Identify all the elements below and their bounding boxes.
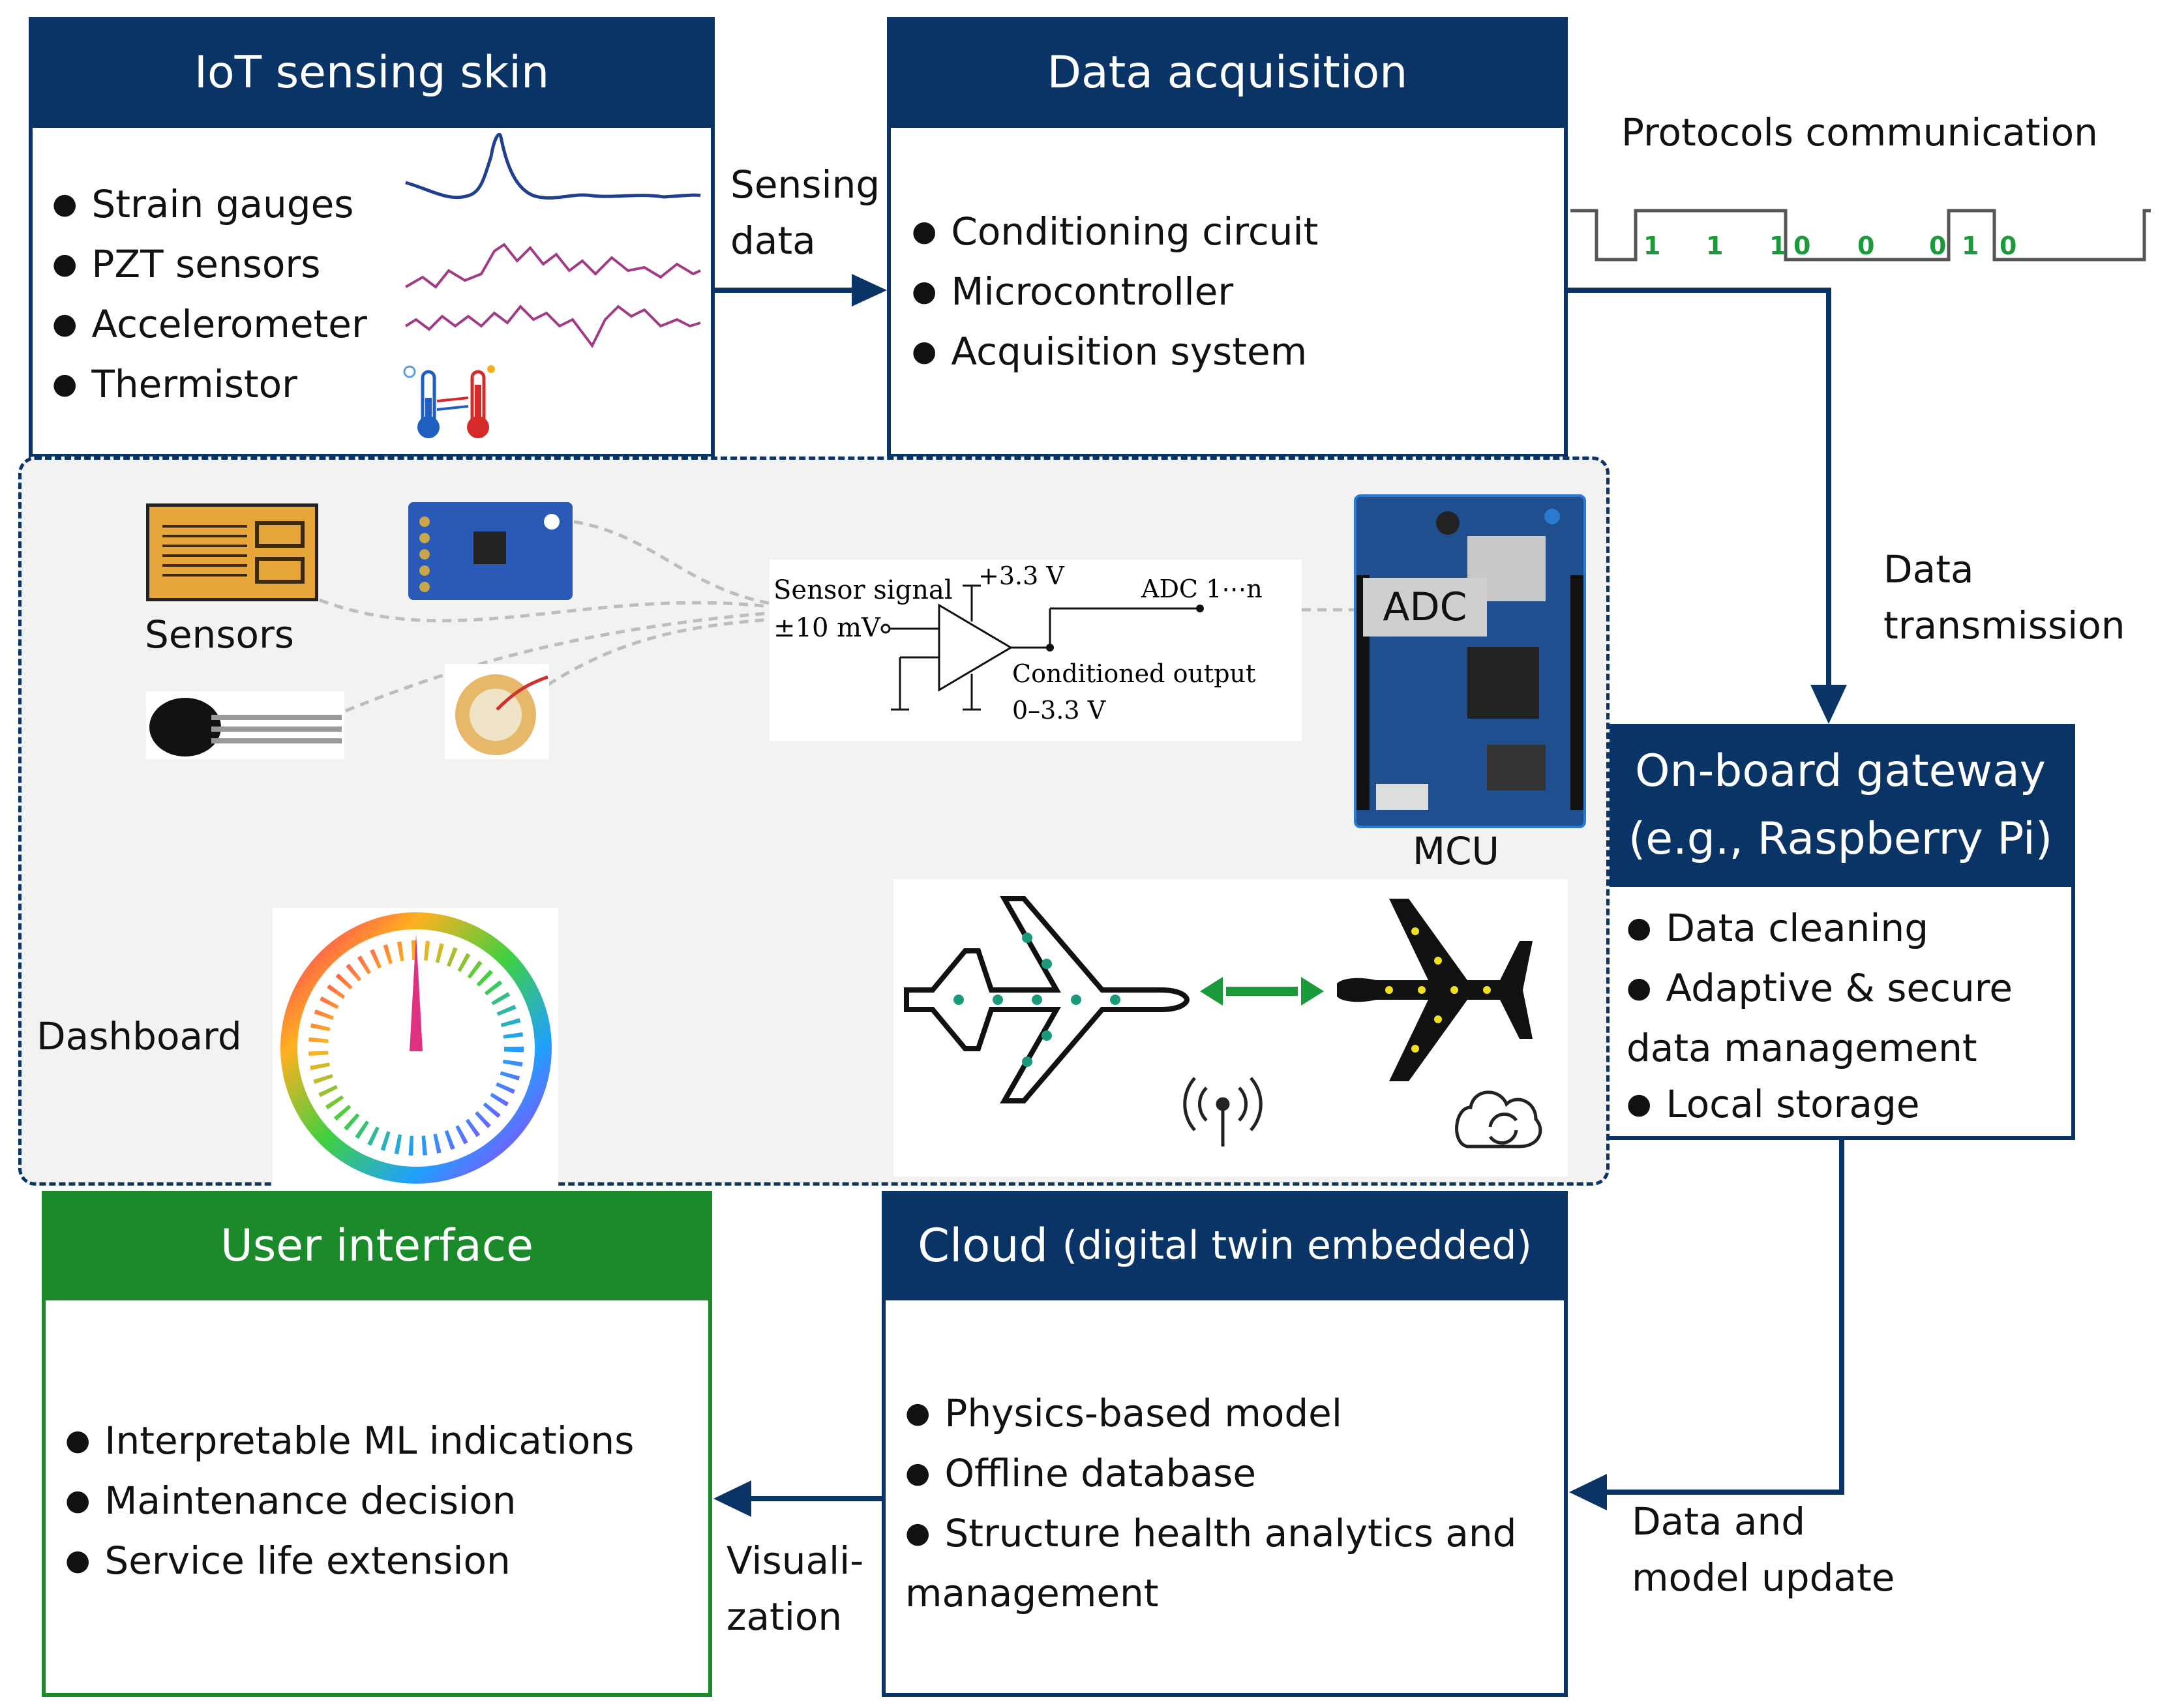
dashboard-label: Dashboard bbox=[37, 1014, 242, 1058]
data-acquisition-list: Conditioning circuit Microcontroller Acq… bbox=[912, 203, 1318, 383]
data-transmission-arrow bbox=[1568, 288, 1847, 724]
protocols-communication-label: Protocols communication bbox=[1621, 110, 2098, 155]
data-acquisition-title: Data acquisition bbox=[887, 17, 1568, 128]
list-item: Offline database bbox=[905, 1445, 1517, 1505]
list-continuation: data management bbox=[1626, 1026, 1977, 1070]
list-item: Strain gauges bbox=[52, 176, 367, 236]
cloud-title: Cloud (digital twin embedded) bbox=[882, 1191, 1568, 1300]
data-transmission-label: Data transmission bbox=[1883, 547, 2125, 648]
adc-label: ADC bbox=[1363, 578, 1487, 637]
bit-label: 0 bbox=[1857, 232, 1874, 260]
user-interface-list: Interpretable ML indications Maintenance… bbox=[65, 1413, 634, 1593]
gateway-list: Data cleaning Adaptive & secure data man… bbox=[1626, 900, 2013, 1136]
list-item: Acquisition system bbox=[912, 323, 1318, 383]
wireless-icon bbox=[1183, 1077, 1263, 1146]
conditioning-circuit: Sensor signal ±10 mV +3.3 V ADC 1⋯n Cond… bbox=[770, 560, 1302, 741]
list-continuation: management bbox=[905, 1571, 1159, 1615]
sensing-data-label: Sensing data bbox=[730, 162, 880, 263]
thermistor-image bbox=[146, 691, 344, 759]
sensing-data-arrow bbox=[715, 274, 887, 307]
list-item: Adaptive & secure bbox=[1626, 960, 2013, 1020]
mcu-board-image bbox=[1354, 494, 1586, 828]
digital-twin-image bbox=[893, 879, 1568, 1176]
bit-label: 0 bbox=[1793, 232, 1810, 260]
physical-aircraft-icon bbox=[904, 896, 1190, 1103]
cloud-sync-icon bbox=[1455, 1090, 1542, 1148]
list-item: Thermistor bbox=[52, 356, 367, 416]
conditioned-output-label: Conditioned output bbox=[1012, 659, 1255, 688]
bit-label: 1 bbox=[1706, 232, 1723, 260]
list-item: Maintenance decision bbox=[65, 1473, 634, 1533]
digital-aircraft-icon bbox=[1337, 899, 1533, 1081]
strain-trace bbox=[404, 305, 701, 348]
protocol-waveform: 1 1 1 0 0 0 1 0 bbox=[1570, 209, 2151, 262]
list-item: Data cleaning bbox=[1626, 900, 2013, 960]
iot-sensing-list: Strain gauges PZT sensors Accelerometer … bbox=[52, 176, 367, 416]
list-item: Accelerometer bbox=[52, 296, 367, 356]
accelerometer-trace bbox=[405, 132, 701, 200]
bit-label: 0 bbox=[2000, 232, 2016, 260]
dashboard-gauge-image bbox=[273, 908, 558, 1188]
mcu-label: MCU bbox=[1413, 829, 1499, 873]
cloud-list: Physics-based model Offline database Str… bbox=[905, 1385, 1517, 1621]
supply-voltage-label: +3.3 V bbox=[978, 562, 1064, 590]
sensor-signal-label: Sensor signal bbox=[773, 575, 953, 605]
millivolt-label: ±10 mV bbox=[773, 613, 881, 643]
accelerometer-board-image bbox=[408, 502, 573, 600]
gateway-title: On-board gateway (e.g., Raspberry Pi) bbox=[1606, 724, 2075, 887]
list-item: PZT sensors bbox=[52, 236, 367, 296]
data-model-update-label: Data and model update bbox=[1632, 1499, 1895, 1600]
list-item: Interpretable ML indications bbox=[65, 1413, 634, 1473]
output-range-label: 0–3.3 V bbox=[1012, 696, 1106, 725]
list-item: Conditioning circuit bbox=[912, 203, 1318, 263]
list-item: Service life extension bbox=[65, 1533, 634, 1593]
list-item: Microcontroller bbox=[912, 263, 1318, 323]
model-update-arrow bbox=[1569, 1140, 1844, 1510]
strain-gauge-image bbox=[146, 503, 318, 601]
sensors-label: Sensors bbox=[145, 612, 295, 657]
bit-label: 1 bbox=[1769, 232, 1786, 260]
iot-sensing-title: IoT sensing skin bbox=[29, 17, 715, 128]
bit-label: 0 bbox=[1929, 232, 1946, 260]
list-item: Structure health analytics and bbox=[905, 1505, 1516, 1565]
user-interface-title: User interface bbox=[42, 1191, 712, 1300]
visualization-label: Visuali- zation bbox=[727, 1538, 864, 1639]
pzt-trace bbox=[405, 243, 701, 289]
visualization-arrow bbox=[713, 1480, 882, 1517]
adc-channels-label: ADC 1⋯n bbox=[1141, 575, 1263, 603]
bit-label: 1 bbox=[1643, 232, 1660, 260]
bit-label: 1 bbox=[1962, 232, 1979, 260]
pzt-disk-image bbox=[445, 664, 549, 759]
thermometer-icon bbox=[403, 365, 495, 438]
sensor-signal-traces bbox=[404, 132, 701, 348]
list-item: Physics-based model bbox=[905, 1385, 1517, 1445]
list-item: Local storage bbox=[1626, 1076, 2013, 1136]
